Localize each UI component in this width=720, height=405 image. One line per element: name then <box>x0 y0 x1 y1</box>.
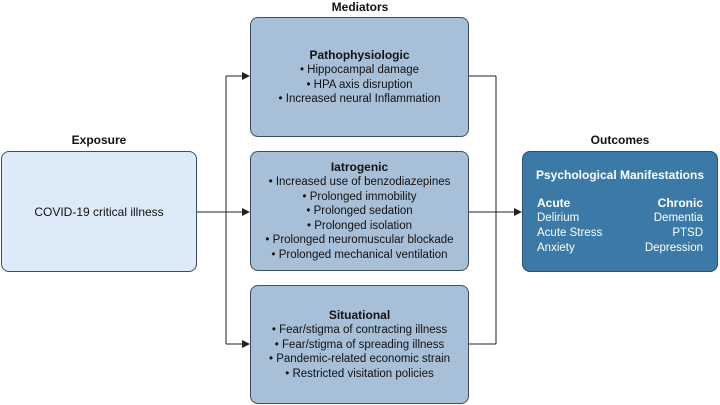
exposure-heading: Exposure <box>71 133 127 147</box>
acute-item: Anxiety <box>537 241 575 254</box>
iatrogenic-item: Prolonged mechanical ventilation <box>271 248 448 263</box>
acute-item: Delirium <box>537 211 580 224</box>
iatrogenic-box: Iatrogenic Increased use of benzodiazepi… <box>250 151 469 271</box>
iatrogenic-item: Increased use of benzodiazepines <box>269 175 451 190</box>
outcome-columns: Acute Delirium Acute Stress Anxiety Chro… <box>537 196 703 256</box>
chronic-item: PTSD <box>672 226 703 239</box>
exposure-box: COVID-19 critical illness <box>1 151 197 272</box>
iatrogenic-item: Prolonged sedation <box>306 204 413 219</box>
pathophysiologic-item: Increased neural Inflammation <box>279 92 441 107</box>
outcomes-heading: Outcomes <box>590 133 650 147</box>
iatrogenic-item: Prolonged immobility <box>303 190 417 205</box>
situational-title: Situational <box>328 307 391 322</box>
acute-item: Acute Stress <box>537 226 603 239</box>
situational-item: Restricted visitation policies <box>285 367 433 382</box>
chronic-heading: Chronic <box>657 195 703 210</box>
situational-box: Situational Fear/stigma of contracting i… <box>250 285 469 404</box>
pathophysiologic-box: Pathophysiologic Hippocampal damage HPA … <box>250 17 469 137</box>
outcome-box: Psychological Manifestations Acute Delir… <box>522 151 718 272</box>
chronic-item: Dementia <box>653 211 703 224</box>
pathophysiologic-item: Hippocampal damage <box>300 63 419 78</box>
iatrogenic-title: Iatrogenic <box>330 159 389 174</box>
iatrogenic-item: Prolonged neuromuscular blockade <box>265 233 454 248</box>
chronic-item: Depression <box>644 241 703 254</box>
iatrogenic-item: Prolonged isolation <box>307 219 412 234</box>
exposure-label: COVID-19 critical illness <box>34 204 164 219</box>
chronic-column: Chronic Dementia PTSD Depression <box>645 196 703 256</box>
pathophysiologic-item: HPA axis disruption <box>306 78 413 93</box>
situational-item: Fear/stigma of spreading illness <box>275 338 444 353</box>
acute-column: Acute Delirium Acute Stress Anxiety <box>537 196 602 256</box>
situational-item: Pandemic-related economic strain <box>269 352 450 367</box>
mediators-heading: Mediators <box>331 0 389 14</box>
acute-heading: Acute <box>537 195 571 210</box>
pathophysiologic-title: Pathophysiologic <box>309 47 410 62</box>
situational-item: Fear/stigma of contracting illness <box>272 323 447 338</box>
outcome-title: Psychological Manifestations <box>535 167 705 182</box>
